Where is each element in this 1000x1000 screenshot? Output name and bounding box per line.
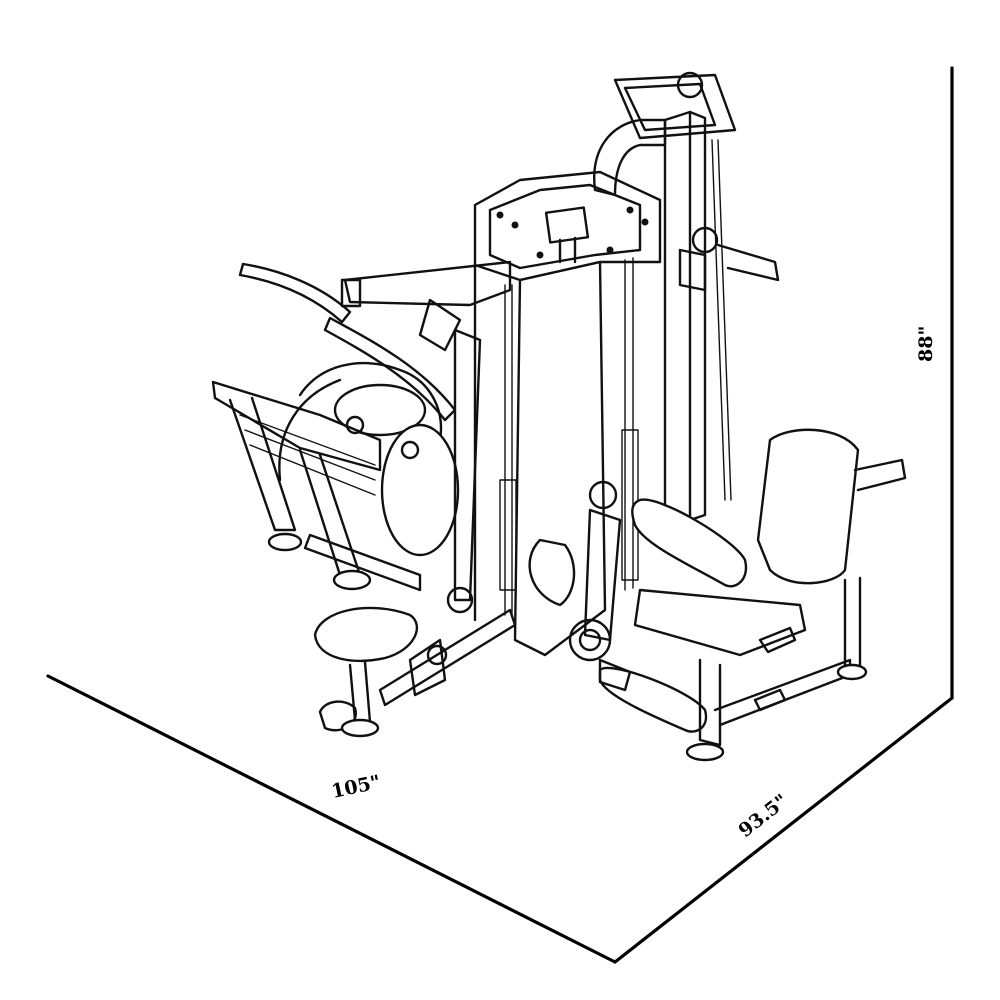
left-pec-station xyxy=(238,260,512,614)
depth-dimension-label: 93.5" xyxy=(735,790,793,842)
height-dimension-label: 88" xyxy=(915,326,937,362)
central-tower xyxy=(473,170,662,657)
floor-outline xyxy=(46,66,954,964)
left-seat-base xyxy=(313,606,517,738)
leg-press-station xyxy=(211,380,422,592)
width-dimension-label: 105" xyxy=(329,771,382,803)
tower-bolts xyxy=(496,206,649,259)
leg-extension-station xyxy=(528,428,907,762)
